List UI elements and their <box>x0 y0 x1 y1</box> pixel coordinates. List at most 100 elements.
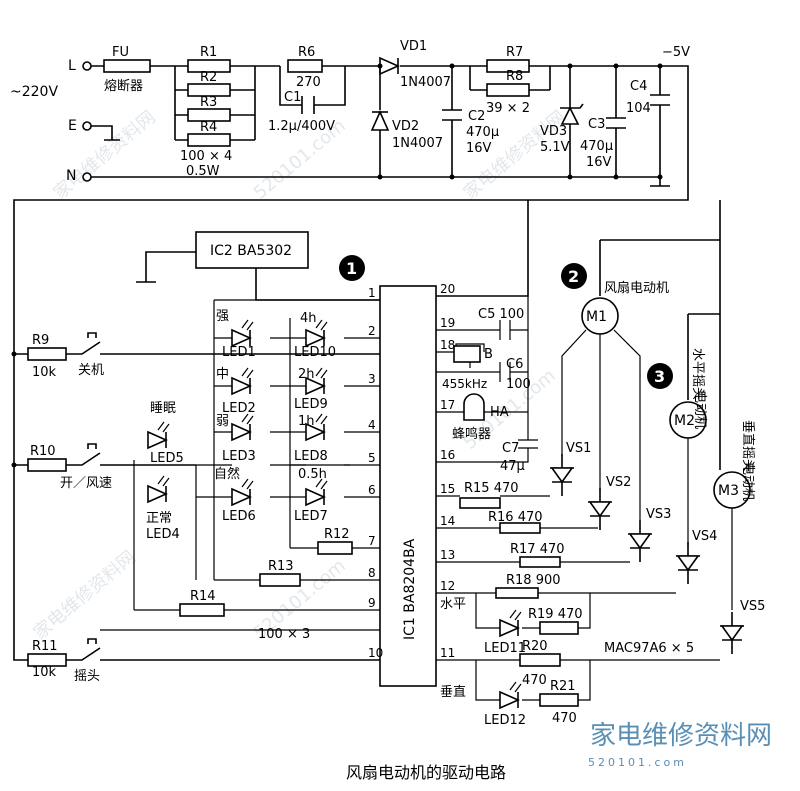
motor-section: M1 风扇电动机 M2 水平摇头 电动机 M3 垂直摇头 电动机 VS1VS2V… <box>550 200 765 654</box>
C1-value: 1.2μ/400V <box>268 119 335 134</box>
ic1-pin-right-5: 16 <box>440 448 455 462</box>
ic1-pin-left-1: 1 <box>368 286 376 300</box>
C7-label: C7 <box>502 441 519 456</box>
led-LED7: LED7 <box>294 478 328 524</box>
logo-site: 520101.com <box>588 756 687 769</box>
ic1-pin-right-8: 13 <box>440 548 455 562</box>
ic1-pin-right-7: 14 <box>440 514 455 528</box>
VS4-label: VS4 <box>692 529 717 544</box>
marker-1 <box>339 255 365 281</box>
R1-label: R1 <box>200 45 217 60</box>
marker-1-text: 1 <box>346 259 357 278</box>
ic1-pin-left-9: 9 <box>368 596 376 610</box>
label-4h: 4h <box>300 311 317 326</box>
switch-block: R9 10k 关机 R10 开／风速 R11 10k 摇头 100 × 3 <box>11 332 380 684</box>
ic1-box <box>379 285 437 687</box>
label-sleep: 睡眠 <box>150 401 176 416</box>
LED8-label: LED8 <box>294 449 328 464</box>
power-supply: L ~220V E N FU 熔断器 R1 R2 R3 R4 100 × 4 0… <box>10 39 690 661</box>
R12-14-value: 100 × 3 <box>258 627 310 642</box>
label-medium: 中 <box>216 367 229 382</box>
R16-label: R16 470 <box>488 510 543 525</box>
resistor-R16 <box>499 522 541 534</box>
R13-label: R13 <box>268 559 294 574</box>
fuse-FU <box>103 59 151 73</box>
switch-swing-label: 摇头 <box>74 669 100 684</box>
diode-VD1 <box>379 56 400 76</box>
R19-label: R19 470 <box>528 607 583 622</box>
R1-4-value: 100 × 4 <box>180 149 232 164</box>
M1-name: 风扇电动机 <box>604 280 669 296</box>
C6-label: C6 <box>506 357 523 372</box>
LED2-label: LED2 <box>222 401 256 416</box>
C5-label: C5 100 <box>478 307 524 322</box>
ic1-pin-right-1: 20 <box>440 282 455 296</box>
brand-logo: 家电维修资料网 520101.com <box>588 721 772 769</box>
ic2-label: IC2 BA5302 <box>210 243 292 259</box>
markers: 1 2 3 <box>339 255 673 389</box>
capacitor-C7 <box>436 412 538 463</box>
label-05h: 0.5h <box>298 467 327 482</box>
R2-label: R2 <box>200 70 217 85</box>
earth-symbol <box>91 125 120 141</box>
label-strong: 强 <box>216 309 229 324</box>
logo-text: 家电维修资料网 <box>590 721 772 751</box>
ic1-pin-left-2: 2 <box>368 324 376 338</box>
terminal-L <box>82 61 92 71</box>
mains-E-label: E <box>68 118 77 134</box>
resistor-R17 <box>519 556 561 568</box>
buzzer-HA <box>463 393 485 421</box>
capacitor-C4 <box>650 66 670 177</box>
C3-value: 470μ <box>580 139 613 154</box>
label-vertical: 垂直 <box>440 685 466 700</box>
marker-3-text: 3 <box>654 367 665 386</box>
VS2-label: VS2 <box>606 475 631 490</box>
resistor-R8 <box>486 83 530 97</box>
mains-N-label: N <box>66 168 76 184</box>
fuse-name: 熔断器 <box>104 79 143 94</box>
led-LED8: LED8 <box>294 413 328 464</box>
LED5-label: LED5 <box>150 451 184 466</box>
resistor-R21 <box>539 693 579 707</box>
LED7-label: LED7 <box>294 509 328 524</box>
LED3-label: LED3 <box>222 449 256 464</box>
R21-value: 470 <box>552 711 577 726</box>
C2-label: C2 <box>468 109 485 124</box>
led-LED3: LED3 <box>222 413 256 464</box>
LED6-label: LED6 <box>222 509 256 524</box>
ic1-pin-right-2: 19 <box>440 316 455 330</box>
diagram-caption: 风扇电动机的驱动电路 <box>346 763 506 782</box>
C4-value: 104 <box>626 101 651 116</box>
R3-label: R3 <box>200 95 217 110</box>
ic1-label: IC1 BA8204BA <box>402 538 418 640</box>
led-LED1: LED1 <box>222 319 256 360</box>
LED10-label: LED10 <box>294 345 336 360</box>
ic1-pin-right-9: 12 <box>440 579 455 593</box>
mains-L-label: L <box>68 58 76 74</box>
diode-VD2 <box>370 110 390 131</box>
ic1-pin-left-7: 7 <box>368 534 376 548</box>
buzzer-name: 蜂鸣器 <box>452 426 491 442</box>
resistor-R14 <box>179 603 225 617</box>
led-LED9: LED9 <box>294 367 328 412</box>
resistor-R6 <box>287 59 323 73</box>
capacitor-C2 <box>442 66 462 177</box>
marker-2 <box>561 263 587 289</box>
switch-off-label: 关机 <box>78 363 104 378</box>
label-natural: 自然 <box>214 466 240 482</box>
resistor-R2 <box>187 83 231 97</box>
led-LED6: LED6 <box>222 478 256 524</box>
resistor-R12 <box>317 541 353 555</box>
M3-name-b: 电动机 <box>740 462 755 501</box>
LED9-label: LED9 <box>294 397 328 412</box>
C2-volt: 16V <box>466 141 492 156</box>
triac-VS2: VS2 <box>588 475 631 530</box>
label-weak: 弱 <box>216 414 229 429</box>
ic1-pin-right-3: 18 <box>440 338 455 352</box>
wm-1: 家电维修资料网 <box>50 107 160 204</box>
label-1h: 1h <box>298 414 315 429</box>
resistor-R7 <box>486 59 530 73</box>
